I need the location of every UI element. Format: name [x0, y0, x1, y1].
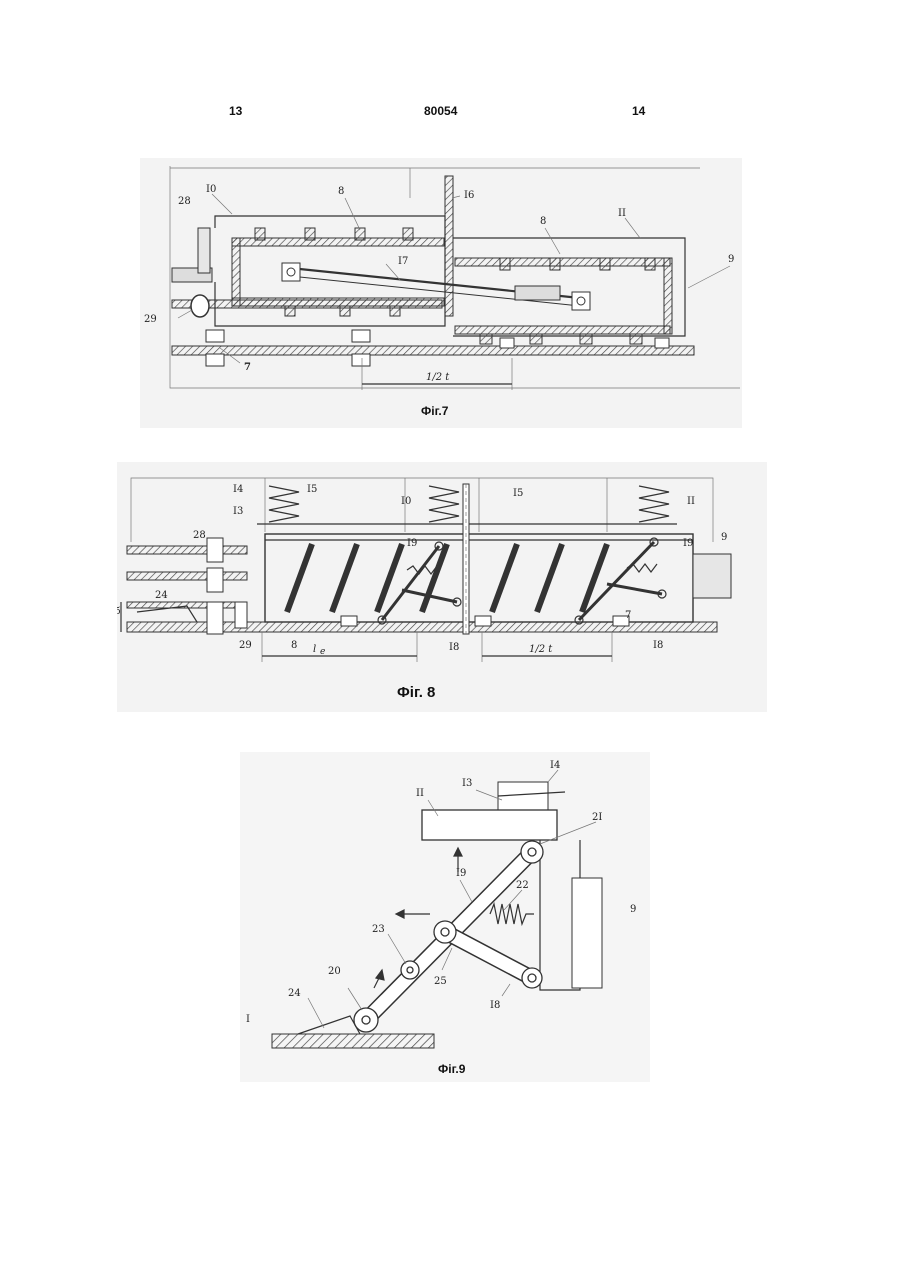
label-23: 23 [372, 924, 385, 935]
label-15-right: I5 [513, 488, 523, 499]
label-le: l [313, 644, 316, 655]
label-18-right: I8 [653, 640, 663, 651]
base-plate [172, 346, 694, 355]
figure-8-drawing: I4 I5 I5 I3 I0 II 28 I9 I9 9 24 б 29 8 l… [117, 462, 767, 712]
label-9: 9 [721, 532, 727, 543]
label-10: I0 [401, 496, 411, 507]
label-24: 24 [288, 988, 301, 999]
label-1: I [246, 1014, 250, 1025]
element-9 [693, 554, 731, 598]
label-8-left: 8 [338, 186, 344, 197]
column-28 [198, 228, 210, 273]
carriage-8-right [455, 258, 670, 266]
label-7: 7 [244, 362, 251, 373]
label-13: I3 [462, 778, 472, 789]
element-9 [572, 878, 602, 988]
label-29: 29 [239, 640, 252, 651]
beam-11 [422, 810, 557, 840]
label-19-right: I9 [683, 538, 693, 549]
bar-13 [498, 782, 548, 812]
dimension-label: 1/2 t [426, 372, 450, 383]
label-29: 29 [144, 314, 157, 325]
ground-1 [272, 1034, 434, 1048]
label-7: 7 [625, 610, 631, 621]
figure-7-drawing: I0 28 8 I6 8 II I7 9 29 7 1/2 t [140, 158, 742, 428]
label-22: 22 [516, 880, 529, 891]
label-15-left: I5 [307, 484, 317, 495]
label-11: II [687, 496, 695, 507]
label-18-left: I8 [449, 642, 459, 653]
document-number: 80054 [424, 104, 457, 118]
label-14: I4 [233, 484, 243, 495]
label-28: 28 [193, 530, 206, 541]
label-14: I4 [550, 760, 560, 771]
page-number-left: 13 [229, 104, 242, 118]
roller-29 [191, 295, 209, 317]
label-11: II [416, 788, 424, 799]
label-25: 25 [434, 976, 447, 987]
label-10: I0 [206, 184, 216, 195]
dimension-label: 1/2 t [529, 644, 553, 655]
label-16: I6 [464, 190, 474, 201]
label-28: 28 [178, 196, 191, 207]
figure-7-caption: Фіг.7 [421, 404, 448, 418]
figure-8-caption: Фіг. 8 [397, 684, 435, 701]
label-17: I7 [398, 256, 408, 267]
label-9: 9 [630, 904, 636, 915]
label-8-right: 8 [540, 216, 546, 227]
figure-9-caption: Фіг.9 [438, 1062, 465, 1076]
label-11: II [618, 208, 626, 219]
label-13: I3 [233, 506, 243, 517]
label-18: I8 [490, 1000, 500, 1011]
figure-9-drawing: I4 I3 II 2I I9 22 9 23 20 24 I 25 I8 [240, 752, 650, 1082]
label-19: I9 [456, 868, 466, 879]
label-8: 8 [291, 640, 297, 651]
scan-background [140, 158, 742, 428]
post-16 [445, 176, 453, 316]
label-9: 9 [728, 254, 734, 265]
label-21: 2I [592, 812, 602, 823]
label-le-subscript: e [320, 647, 325, 657]
label-19-left: I9 [407, 538, 417, 549]
page-number-right: 14 [632, 104, 645, 118]
label-20: 20 [328, 966, 341, 977]
label-24: 24 [155, 590, 168, 601]
label-height: б [117, 606, 120, 617]
